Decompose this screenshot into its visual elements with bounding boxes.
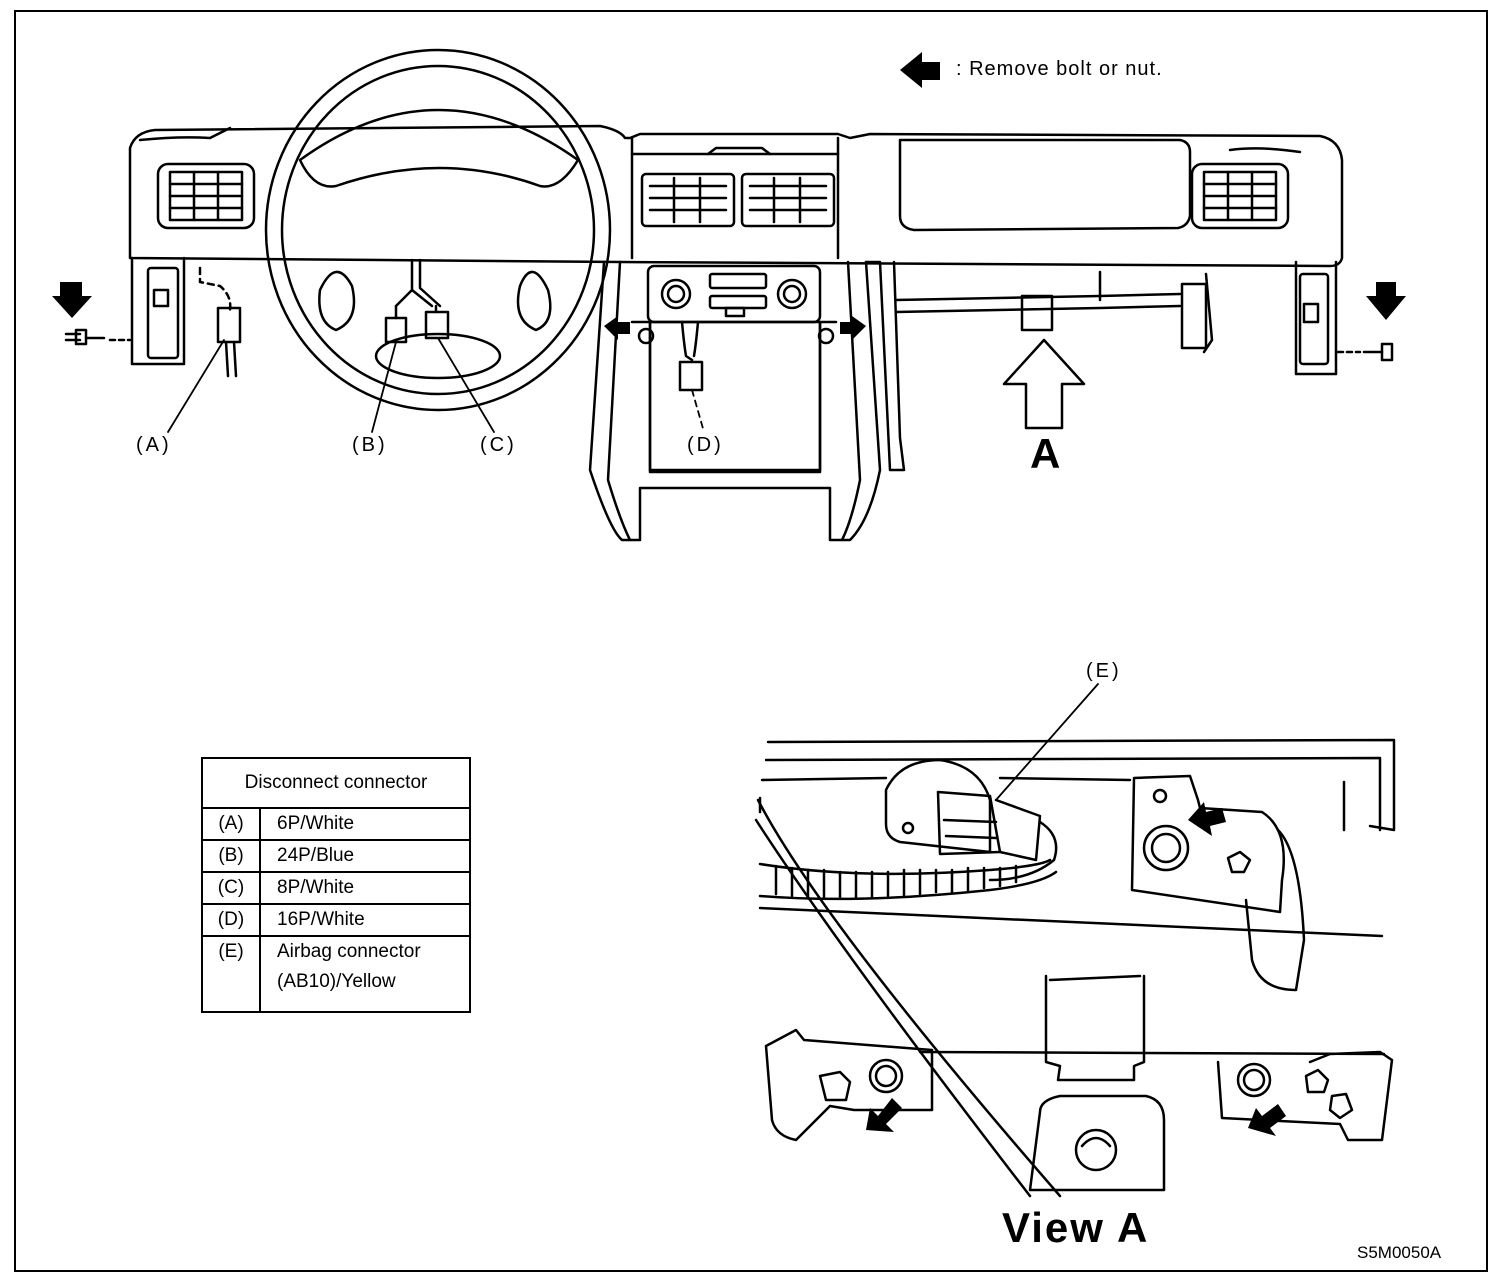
- row-key: (C): [201, 871, 261, 905]
- row-key: (A): [201, 807, 261, 841]
- table-header: Disconnect connector: [201, 757, 471, 809]
- figure-code: S5M0050A: [1357, 1243, 1442, 1262]
- view-a-title: View A: [1002, 1204, 1150, 1251]
- legend-arrow-icon: [900, 52, 940, 88]
- row-value: 16P/White: [259, 903, 471, 937]
- legend-text: : Remove bolt or nut.: [956, 58, 1163, 80]
- dashboard-drawing: [52, 48, 1406, 542]
- row-value: 6P/White: [259, 807, 471, 841]
- callout-e-label: (E): [1086, 660, 1122, 682]
- connector-table: Disconnect connector (A) 6P/White (B) 24…: [201, 757, 471, 1013]
- callout-b-label: (B): [352, 434, 388, 456]
- table-row: (E) Airbag connector (AB10)/Yellow: [201, 935, 471, 1013]
- row-key: (B): [201, 839, 261, 873]
- row-key: (E): [201, 935, 261, 1013]
- table-row: (A) 6P/White: [201, 807, 471, 841]
- callout-a-label: (A): [136, 434, 172, 456]
- row-value: 8P/White: [259, 871, 471, 905]
- callout-leaders: [167, 337, 1099, 801]
- table-row: (C) 8P/White: [201, 871, 471, 905]
- callout-d-label: (D): [687, 434, 724, 456]
- table-row: (B) 24P/Blue: [201, 839, 471, 873]
- table-row: (D) 16P/White: [201, 903, 471, 937]
- figure-frame: [14, 10, 1488, 1272]
- table-header-row: Disconnect connector: [201, 757, 471, 809]
- row-value-line2: (AB10)/Yellow: [277, 971, 396, 992]
- row-value-line1: Airbag connector: [277, 941, 421, 962]
- row-key: (D): [201, 903, 261, 937]
- row-value: 24P/Blue: [259, 839, 471, 873]
- view-a-marker: A: [1030, 430, 1061, 477]
- callout-c-label: (C): [480, 434, 517, 456]
- view-a-drawing: [754, 738, 1396, 1198]
- row-value: Airbag connector (AB10)/Yellow: [259, 935, 471, 1013]
